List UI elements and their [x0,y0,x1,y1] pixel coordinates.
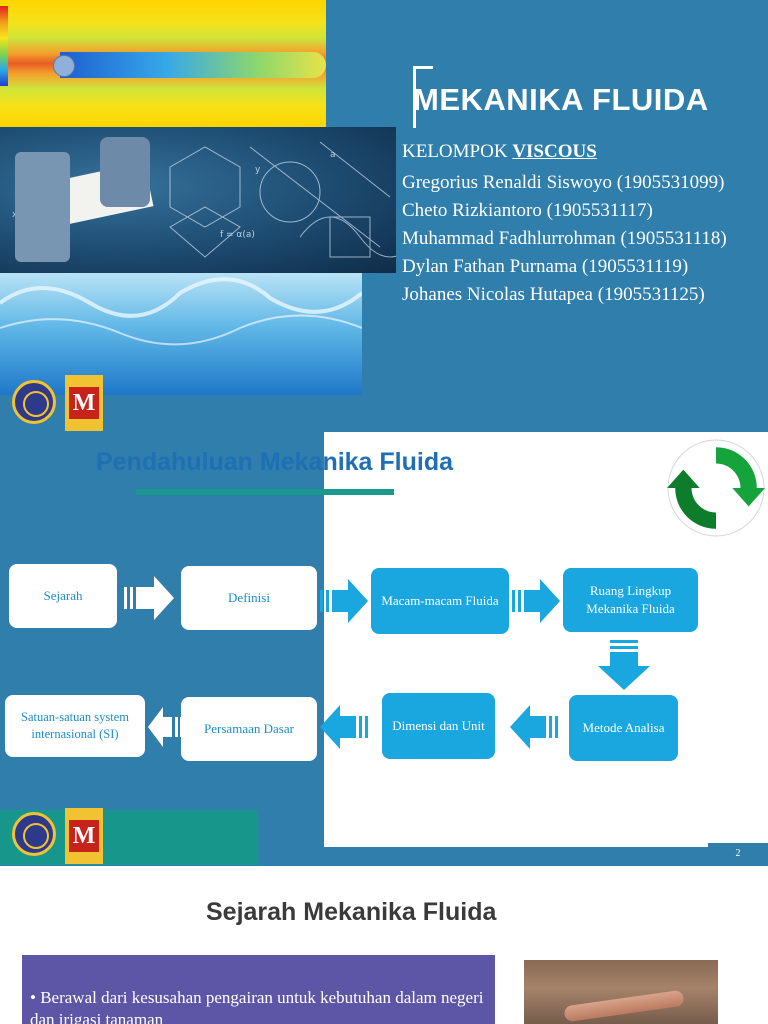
slide-history: Sejarah Mekanika Fluida • Berawal dari k… [0,866,768,1024]
flow-box-definisi: Definisi [181,566,317,630]
flow-box-satuan-si: Satuan-satuan system internasional (SI) [5,695,145,757]
flow-box-persamaan-dasar: Persamaan Dasar [181,697,317,761]
cylinder-shape [53,55,75,77]
recycle-icon [666,438,766,538]
flow-box-ruang-lingkup: Ruang Lingkup Mekanika Fluida [563,568,698,632]
bottom-band [324,847,768,866]
slide-title: x² + p y a f = α(a) M MEKANIKA FLUIDA KE… [0,0,768,432]
group-prefix: KELOMPOK [402,141,513,162]
member-item: Muhammad Fadhlurrohman (1905531118) [402,228,727,249]
cfd-simulation-image [0,0,326,127]
member-item: Cheto Rizkiantoro (1905531117) [402,200,653,221]
svg-text:f = α(a): f = α(a) [220,230,255,240]
slide-intro: Pendahuluan Mekanika Fluida Sejarah Defi… [0,432,768,866]
flow-box-metode-analisa: Metode Analisa [569,695,678,761]
bullet-text: Berawal dari kesusahan pengairan untuk k… [30,988,484,1024]
arrow-left-icon [510,705,558,749]
page-number: 2 [708,843,768,865]
member-item: Johanes Nicolas Hutapea (1905531125) [402,284,705,305]
solidarity-forever-logo: M [65,375,103,431]
water-splash-image [0,273,364,395]
slide-title-text: Sejarah Mekanika Fluida [206,898,497,926]
bullet-icon: • [30,988,41,1007]
ancient-pipe-photo [524,960,718,1024]
member-item: Gregorius Renaldi Siswoyo (1905531099) [402,172,725,193]
presentation-title: MEKANIKA FLUIDA [413,82,709,117]
arrow-right-icon [320,579,368,623]
member-list: Gregorius Renaldi Siswoyo (1905531099) C… [402,169,727,309]
water-wave-icon [0,277,364,346]
flow-wake [60,52,326,78]
university-logo [12,812,56,856]
flow-box-dimensi-unit: Dimensi dan Unit [382,693,495,759]
title-bracket [413,66,433,128]
group-label: KELOMPOK VISCOUS [402,141,597,163]
arrow-left-icon [148,707,183,747]
university-logo [12,380,56,424]
history-bullet: • Berawal dari kesusahan pengairan untuk… [30,987,490,1024]
arrow-left-icon [320,705,368,749]
math-graphics-icon: x² + p y a f = α(a) [12,137,396,262]
svg-text:a: a [330,150,336,160]
history-text-box [22,955,495,1024]
group-name: VISCOUS [512,141,597,162]
arrow-right-icon [512,579,560,623]
flow-box-macam-fluida: Macam-macam Fluida [371,568,509,634]
solidarity-forever-logo: M [65,808,103,864]
color-scale [0,6,8,86]
left-panel [0,432,324,866]
pipe-shape [563,989,685,1023]
arrow-down-icon [598,640,650,690]
svg-text:y: y [255,165,261,175]
slide-title-text: Pendahuluan Mekanika Fluida [96,448,454,476]
arrow-right-icon [124,576,174,620]
title-underline [136,489,394,495]
reading-student-image: x² + p y a f = α(a) [0,127,396,273]
flow-box-sejarah: Sejarah [9,564,117,628]
member-item: Dylan Fathan Purnama (1905531119) [402,256,689,277]
